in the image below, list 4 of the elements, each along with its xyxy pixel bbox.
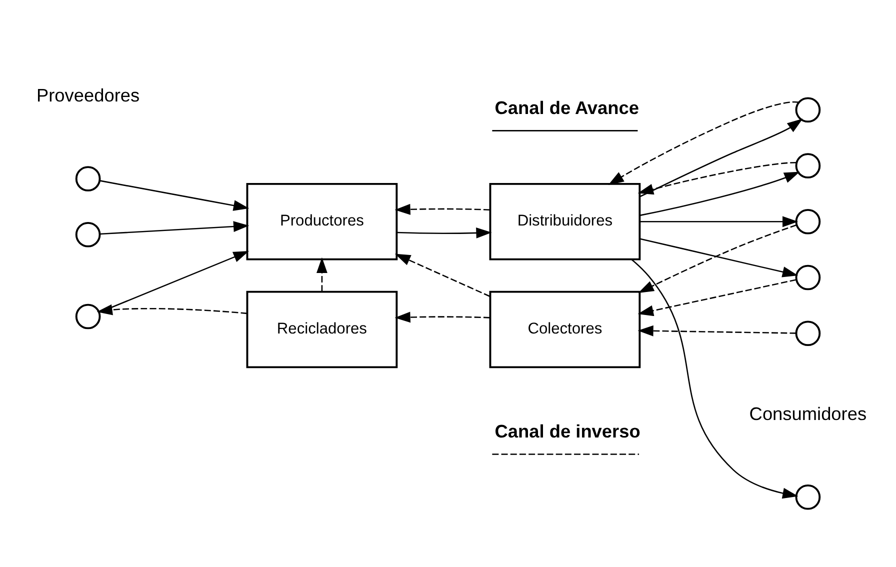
label: Proveedores [36,85,140,106]
label: Consumidores [749,404,867,424]
legend-label: Canal de inverso [494,421,640,442]
legend-label: Canal de Avance [494,98,639,118]
